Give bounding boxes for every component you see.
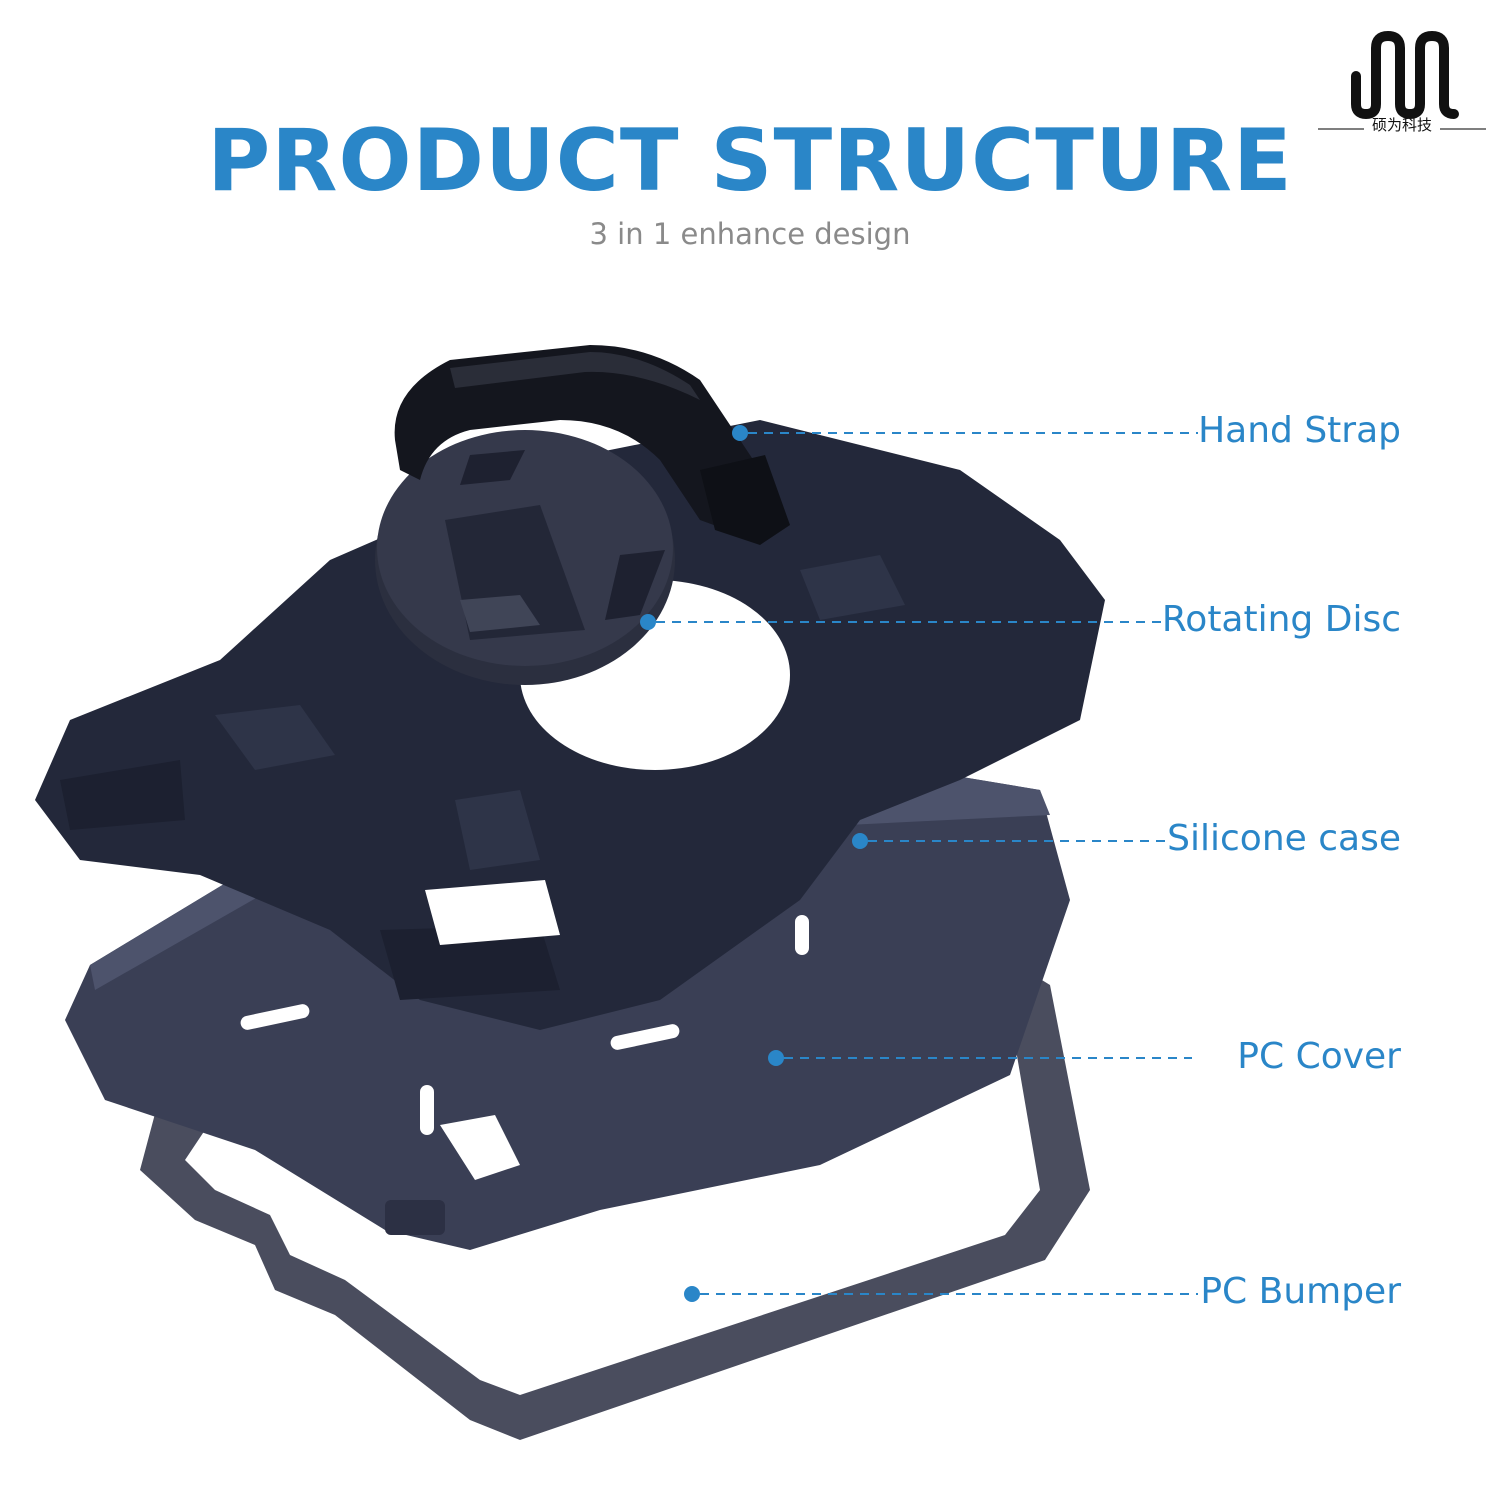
brand-logo-text: 硕为科技 [1371, 116, 1432, 134]
callout-silicone-case: Silicone case [1167, 818, 1401, 859]
callout-rotating-disc: Rotating Disc [1161, 599, 1401, 640]
callout-hand-strap: Hand Strap [1198, 410, 1401, 451]
page-subtitle: 3 in 1 enhance design [589, 217, 911, 251]
callout-pc-cover: PC Cover [1237, 1036, 1401, 1077]
brand-logo-icon [1318, 31, 1486, 130]
callout-pc-bumper: PC Bumper [1200, 1271, 1401, 1312]
rotating-disc [375, 430, 675, 685]
page-title: PRODUCT STRUCTURE [207, 111, 1293, 211]
hand-strap [394, 345, 790, 545]
